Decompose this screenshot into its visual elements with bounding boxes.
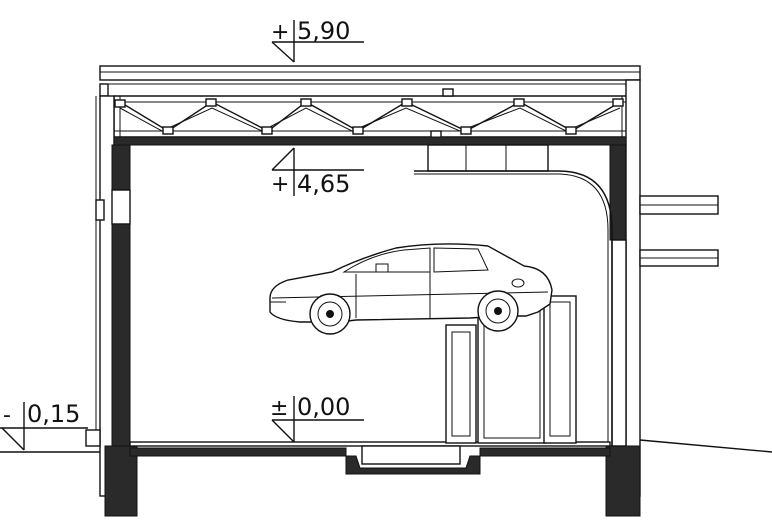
ground-line: [0, 439, 772, 453]
level-sign-roof: +: [271, 20, 289, 45]
level-value-ground: 0,15: [27, 400, 80, 428]
garage-door: [414, 144, 613, 446]
level-sign-ground: -: [3, 403, 11, 428]
level-mark-ceiling: + 4,65: [271, 147, 364, 198]
exterior-beams: [639, 195, 719, 267]
car-illustration: [269, 243, 553, 335]
level-mark-roof: + 5,90: [271, 17, 364, 63]
level-mark-floor: ± 0,00: [270, 393, 364, 443]
level-sign-floor: ±: [270, 396, 288, 421]
ceiling-slab: [113, 136, 627, 146]
roof-truss: [113, 88, 629, 142]
roof-structure: [99, 65, 641, 97]
floor-slab: [129, 441, 611, 475]
left-wall: [85, 95, 138, 517]
level-value-ceiling: 4,65: [297, 170, 350, 198]
level-sign-ceiling: +: [271, 172, 289, 197]
level-mark-ground: - 0,15: [0, 400, 88, 451]
right-wall: [605, 79, 641, 517]
level-value-floor: 0,00: [297, 393, 350, 421]
level-value-roof: 5,90: [297, 17, 350, 45]
